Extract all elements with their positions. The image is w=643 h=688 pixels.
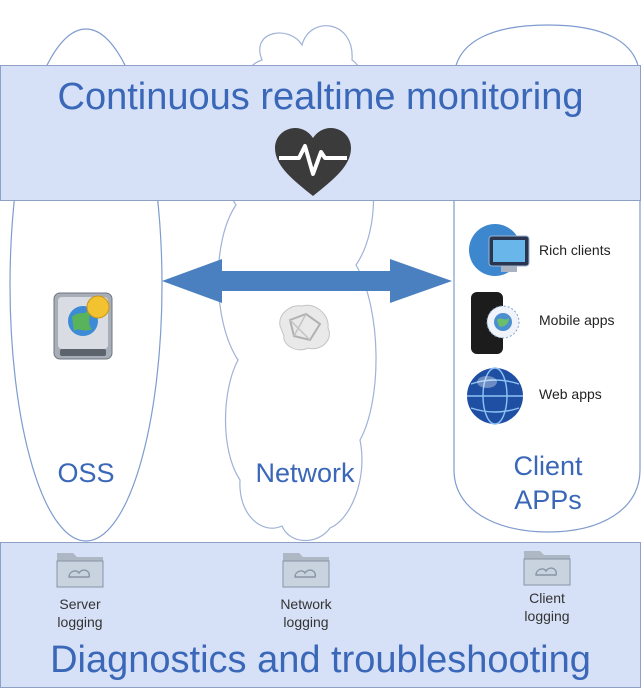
client-item-mobile-apps: Mobile apps [467, 292, 643, 354]
monitoring-title: Continuous realtime monitoring [57, 76, 584, 118]
server-logging-item: Server logging [25, 547, 135, 631]
client-item-web-apps: Web apps [467, 366, 643, 426]
mobile-phone-icon [471, 292, 520, 354]
client-item-label: Rich clients [539, 242, 611, 258]
log-label: Server logging [57, 596, 103, 630]
oss-label: OSS [57, 458, 115, 488]
globe-icon [467, 367, 523, 425]
client-logging-item: Client logging [492, 545, 602, 625]
diagnostics-band: Server logging Network logging Client lo… [0, 542, 641, 688]
client-item-rich-clients: Rich clients [467, 222, 643, 282]
bidirectional-arrow [162, 259, 452, 303]
network-icon [279, 304, 330, 351]
folder-icon [523, 551, 571, 586]
network-logging-item: Network logging [251, 547, 361, 631]
diagnostics-title: Diagnostics and troubleshooting [50, 639, 591, 681]
server-globe-icon [53, 292, 113, 360]
client-apps-label: Client APPs [513, 451, 583, 515]
log-label: Client logging [524, 590, 570, 624]
folder-icon [282, 553, 330, 588]
folder-icon [56, 553, 104, 588]
heartbeat-icon [275, 128, 351, 196]
client-item-label: Mobile apps [539, 312, 615, 328]
network-label: Network [255, 458, 355, 488]
log-label: Network logging [280, 596, 332, 630]
desktop-client-icon [469, 224, 530, 276]
monitoring-band: Continuous realtime monitoring [0, 65, 641, 201]
client-item-label: Web apps [539, 386, 602, 402]
